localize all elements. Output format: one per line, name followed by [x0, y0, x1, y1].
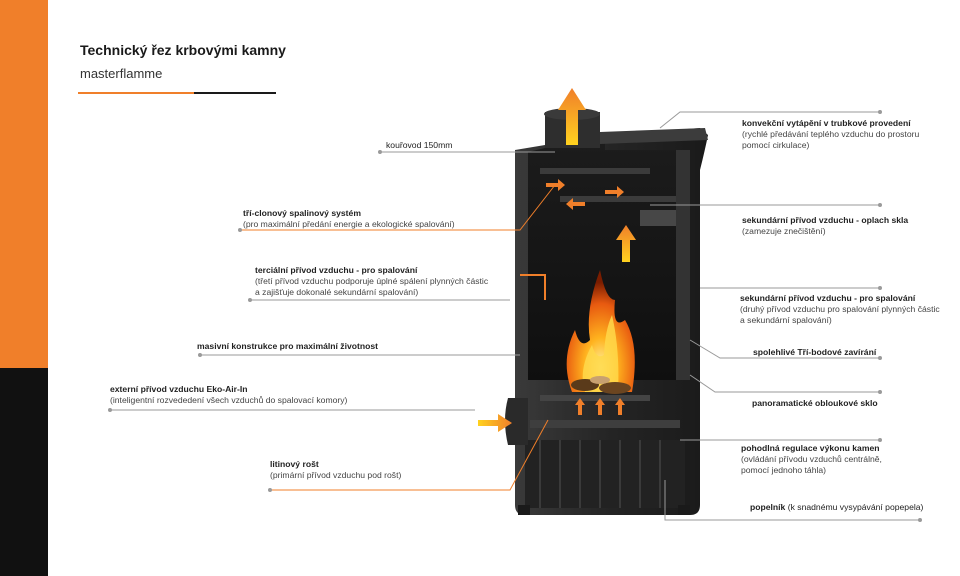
label-regulace-sub2: pomocí jednoho táhla) — [741, 465, 827, 475]
label-spolehlive: spolehlivé Tří-bodové zavírání — [753, 347, 876, 358]
label-tercialni-sub1: (třetí přívod vzduchu podporuje úplné sp… — [255, 276, 489, 286]
external-air-arrow — [478, 414, 512, 432]
page-subtitle: masterflamme — [80, 66, 163, 81]
flue-exhaust-arrow — [558, 88, 586, 145]
label-popelnik: popelník (k snadnému vysypávání popepela… — [750, 502, 923, 513]
left-accent-bar-orange — [0, 0, 48, 368]
leader-lines — [110, 111, 920, 521]
label-tercialni-sub2: a zajišťuje dokonalé sekundární spalován… — [255, 287, 419, 297]
label-triclonovy-title: tří-clonový spalinový systém — [243, 208, 361, 218]
label-tercialni-title: terciální přívod vzduchu - pro spalování — [255, 265, 418, 275]
label-sekundarni-spalovani-sub1: (druhý přívod vzduchu pro spalování plyn… — [740, 304, 940, 314]
convection-up-arrow — [616, 225, 636, 262]
label-sekundarni-oplach-sub1: (zamezuje znečištění) — [742, 226, 826, 236]
label-sekundarni-oplach: sekundární přívod vzduchu - oplach skla … — [742, 215, 908, 237]
label-sekundarni-spalovani-sub2: a sekundární spalování) — [740, 315, 832, 325]
label-sekundarni-spalovani-title: sekundární přívod vzduchu - pro spalován… — [740, 293, 916, 303]
label-regulace-sub1: (ovládání přívodu vzduchů centrálně, — [741, 454, 882, 464]
baffle-1 — [540, 168, 650, 174]
label-masivni: masivní konstrukce pro maximální životno… — [197, 341, 378, 352]
label-triclonovy: tří-clonový spalinový systém (pro maximá… — [243, 208, 455, 230]
label-konvekcni-title: konvekční vytápění v trubkové provedení — [742, 118, 911, 128]
page-title: Technický řez krbovými kamny — [80, 42, 286, 58]
label-litinovy-title: litinový rošt — [270, 459, 319, 469]
label-triclonovy-sub1: (pro maximální předání energie a ekologi… — [243, 219, 455, 229]
ash-drawer — [530, 420, 680, 428]
label-sekundarni-oplach-title: sekundární přívod vzduchu - oplach skla — [742, 215, 909, 225]
label-tercialni: terciální přívod vzduchu - pro spalování… — [255, 265, 488, 298]
label-panoramaticke: panoramatické obloukové sklo — [752, 398, 878, 409]
label-regulace-title: pohodlná regulace výkonu kamen — [741, 443, 880, 453]
label-popelnik-title: popelník — [750, 502, 786, 512]
label-kourovod: kouřovod 150mm — [386, 140, 452, 151]
label-konvekcni: konvekční vytápění v trubkové provedení … — [742, 118, 919, 151]
label-externi: externí přívod vzduchu Eko-Air-In (intel… — [110, 384, 347, 406]
label-externi-sub1: (inteligentní rozvededení všech vzduchů … — [110, 395, 348, 405]
label-litinovy: litinový rošt (primární přívod vzduchu p… — [270, 459, 401, 481]
airflow-arrows — [478, 88, 636, 432]
left-accent-bar-black — [0, 368, 48, 576]
label-konvekcni-sub1: (rychlé předávání teplého vzduchu do pro… — [742, 129, 920, 139]
label-spolehlive-title: spolehlivé Tří-bodové zavírání — [753, 347, 877, 357]
label-popelnik-sub1: (k snadnému vysypávání popepela) — [785, 502, 924, 512]
title-rule-orange — [78, 92, 194, 94]
label-konvekcni-sub2: pomocí cirkulace) — [742, 140, 810, 150]
label-regulace: pohodlná regulace výkonu kamen (ovládání… — [741, 443, 882, 476]
label-externi-title: externí přívod vzduchu Eko-Air-In — [110, 384, 248, 394]
label-masivni-title: masivní konstrukce pro maximální životno… — [197, 341, 378, 351]
label-sekundarni-spalovani: sekundární přívod vzduchu - pro spalován… — [740, 293, 940, 326]
fire-flames — [566, 270, 635, 394]
label-litinovy-sub1: (primární přívod vzduchu pod rošt) — [270, 470, 402, 480]
external-air-inlet — [505, 398, 528, 445]
title-rule-black — [194, 92, 276, 94]
label-panoramaticke-title: panoramatické obloukové sklo — [752, 398, 878, 408]
baffle-2 — [560, 196, 680, 202]
label-kourovod-title: kouřovod 150mm — [386, 140, 453, 150]
